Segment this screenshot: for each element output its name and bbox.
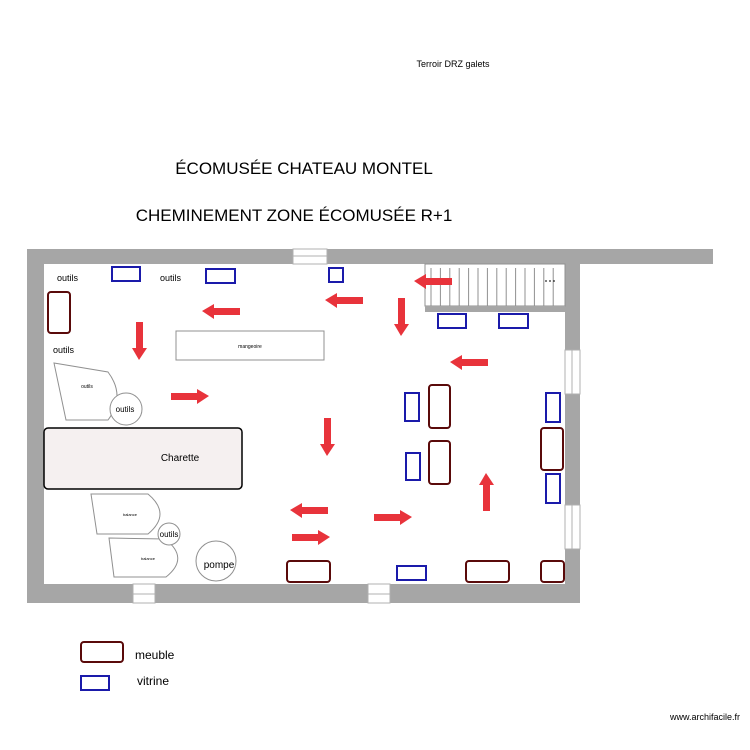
window-bottom-left [132, 583, 156, 604]
balance-1 [90, 493, 161, 535]
arrow-up-1 [479, 473, 494, 511]
window-bottom-right [367, 583, 391, 604]
arrow-right-1 [171, 389, 209, 404]
wall-top [27, 249, 713, 264]
page-subtitle: CHEMINEMENT ZONE ÉCOMUSÉE R+1 [136, 206, 453, 225]
meuble-1 [47, 291, 71, 334]
arrow-right-2 [374, 510, 412, 525]
vitrine-2 [205, 268, 236, 284]
meuble-3 [428, 440, 451, 485]
meubles [47, 291, 565, 583]
vitrine-1 [111, 266, 141, 282]
arrow-left-2 [325, 293, 363, 308]
footer-credit[interactable]: www.archifacile.fr [669, 712, 740, 722]
window-right-2 [564, 504, 581, 550]
mangeoire-label: mangeoire [238, 344, 262, 350]
arrow-down-2 [394, 298, 409, 336]
charette [43, 427, 243, 490]
pompe-label: pompe [204, 560, 235, 571]
arrow-left-4 [450, 355, 488, 370]
arrow-right-3 [292, 530, 330, 545]
outils-circle-2-label: outils [160, 530, 179, 539]
arrow-left-5 [290, 503, 328, 518]
wall-bottom [27, 584, 580, 603]
vitrine-7 [545, 392, 561, 423]
route-arrows [132, 274, 494, 545]
outils-circle-2 [157, 522, 181, 546]
vitrines [111, 266, 561, 581]
wall-left [27, 249, 44, 603]
arrow-left-3 [414, 274, 452, 289]
legend: meuble vitrine [80, 641, 175, 691]
vitrine-8 [405, 452, 421, 481]
outils-circle [109, 392, 143, 426]
vitrine-5 [498, 313, 529, 329]
page-title: ÉCOMUSÉE CHATEAU MONTEL [175, 159, 433, 178]
outils-label-3: outils [53, 345, 75, 355]
window-right-1 [564, 349, 581, 395]
legend-meuble-label: meuble [135, 648, 175, 662]
mangeoire [175, 330, 325, 361]
meuble-5 [286, 560, 331, 583]
meuble-2 [428, 384, 451, 429]
outils-circle-label: outils [116, 405, 135, 414]
window-top [292, 248, 328, 265]
outside-area [580, 264, 720, 604]
outils-label-2: outils [160, 273, 182, 283]
vitrine-10 [396, 565, 427, 581]
legend-vitrine-swatch [80, 675, 110, 691]
vitrine-9 [545, 473, 561, 504]
outils-label-1: outils [57, 273, 79, 283]
outils-table-label: outils [81, 384, 93, 390]
vitrine-4 [437, 313, 467, 329]
arrow-left-1 [202, 304, 240, 319]
subtitle-top: Terroir DRZ galets [416, 59, 490, 69]
arrow-down-3 [320, 418, 335, 456]
legend-vitrine-label: vitrine [137, 674, 169, 688]
balance-2-label: balance [141, 556, 156, 561]
arrow-down-1 [132, 322, 147, 360]
staircase [424, 263, 566, 312]
wall-right [565, 249, 580, 603]
vitrine-6 [404, 392, 420, 422]
pompe [195, 540, 237, 582]
balance-1-label: balance [123, 512, 138, 517]
charette-label: Charette [161, 453, 200, 464]
vitrine-3 [328, 267, 344, 283]
meuble-4 [540, 427, 564, 471]
meuble-6 [465, 560, 510, 583]
windows [132, 248, 581, 604]
meuble-7 [540, 560, 565, 583]
legend-meuble-swatch [80, 641, 124, 663]
